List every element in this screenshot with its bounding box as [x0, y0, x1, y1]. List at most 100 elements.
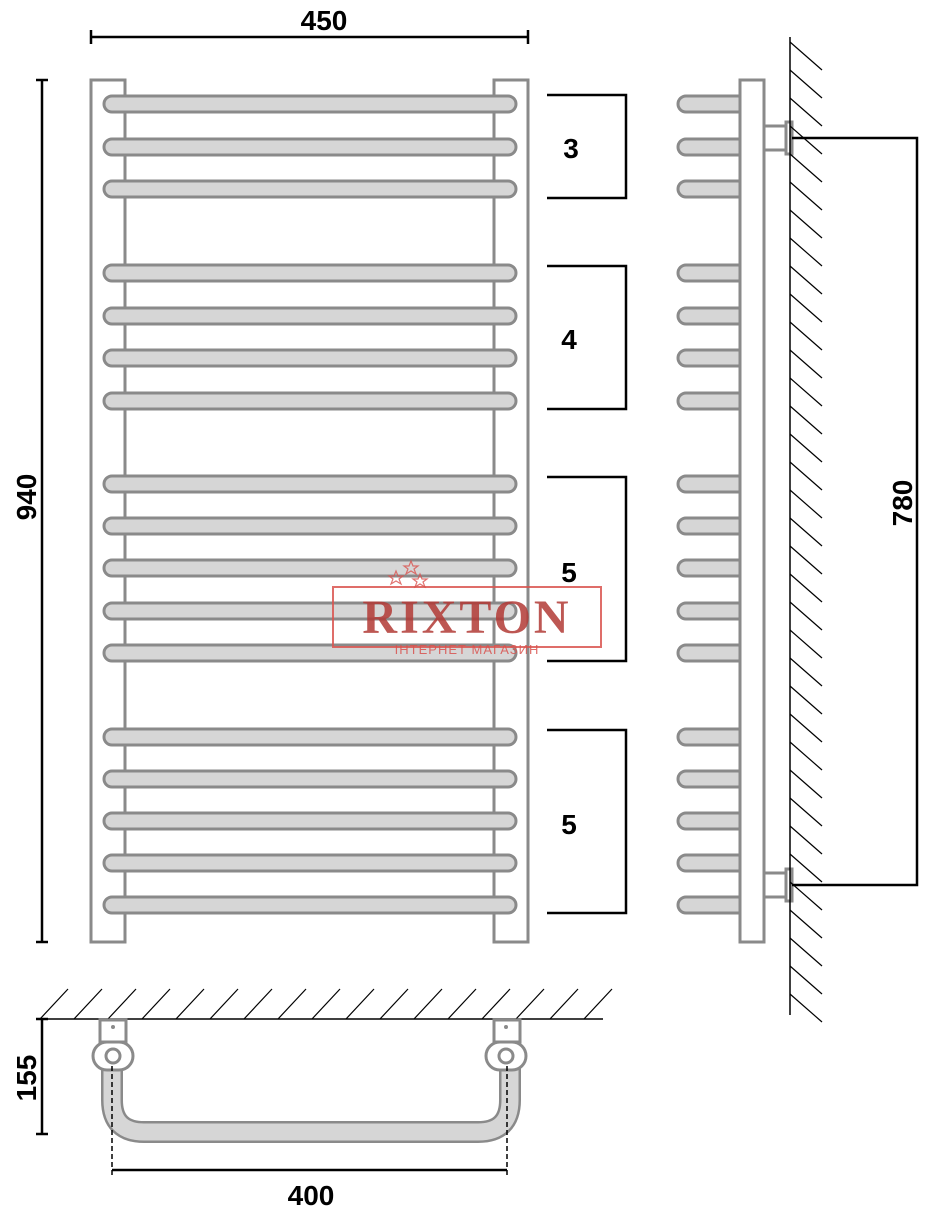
- mount-center-dimension: 780: [792, 136, 919, 887]
- front-bar: [102, 853, 518, 873]
- rixton-watermark: RIXTON ІНТЕРНЕТ МАГАЗИН: [332, 559, 602, 657]
- hatch-line: [789, 153, 823, 183]
- front-bar: [102, 94, 518, 114]
- side-bar: [676, 263, 748, 283]
- front-bar: [102, 306, 518, 326]
- right-post: [492, 78, 530, 944]
- side-bar: [676, 811, 748, 831]
- side-bar: [676, 306, 748, 326]
- watermark-tagline: ІНТЕРНЕТ МАГАЗИН: [395, 642, 540, 657]
- hatch-line: [789, 181, 823, 211]
- hatch-line: [413, 988, 443, 1020]
- group-count-4: 5: [561, 809, 577, 840]
- side-post: [738, 78, 766, 944]
- hatch-line: [789, 769, 823, 799]
- side-bar: [676, 516, 748, 536]
- hatch-line: [789, 517, 823, 547]
- hatch-line: [789, 909, 823, 939]
- mount-width-label: 400: [288, 1180, 335, 1211]
- side-view: [676, 37, 823, 1023]
- hatch-line: [789, 433, 823, 463]
- hatch-line: [789, 629, 823, 659]
- side-mount-top: [762, 124, 788, 152]
- watermark-star-icon: [402, 559, 420, 576]
- hatch-line: [789, 265, 823, 295]
- hatch-line: [789, 657, 823, 687]
- hatch-line: [243, 988, 273, 1020]
- hatch-line: [789, 853, 823, 883]
- hatch-line: [789, 97, 823, 127]
- hatch-line: [209, 988, 239, 1020]
- watermark-frame: [332, 586, 602, 648]
- hatch-line: [789, 489, 823, 519]
- hatch-line: [789, 125, 823, 155]
- side-bars: [676, 94, 748, 915]
- hatch-line: [789, 937, 823, 967]
- side-bar: [676, 391, 748, 411]
- side-mount-bottom: [762, 871, 788, 899]
- depth-label: 155: [11, 1055, 42, 1102]
- hatch-line: [789, 41, 823, 71]
- top-mount-right: [492, 1018, 522, 1044]
- front-bar: [102, 558, 518, 578]
- hatch-line: [277, 988, 307, 1020]
- hatch-line: [789, 965, 823, 995]
- side-bar: [676, 94, 748, 114]
- hatch-line: [73, 988, 103, 1020]
- front-bar: [102, 769, 518, 789]
- height-label: 940: [11, 474, 42, 521]
- top-view: [39, 988, 613, 1143]
- group-bracket-2: [547, 264, 628, 411]
- group-brackets: 3 4 5 5: [547, 93, 628, 915]
- mount-width-dimension: 400: [111, 1066, 508, 1211]
- hatch-line: [789, 209, 823, 239]
- front-bar: [102, 727, 518, 747]
- top-mount-left: [98, 1018, 128, 1044]
- front-bar: [102, 179, 518, 199]
- hatch-line: [789, 797, 823, 827]
- watermark-star-icon: [411, 572, 429, 589]
- front-bar: [102, 137, 518, 157]
- side-bar: [676, 348, 748, 368]
- group-bracket-3: [547, 475, 628, 663]
- front-view: [89, 78, 530, 944]
- hatch-line: [789, 461, 823, 491]
- front-bar: [102, 811, 518, 831]
- top-mount-left-hole: [104, 1047, 122, 1065]
- watermark-brand: RIXTON: [362, 591, 571, 644]
- front-bars: [102, 94, 518, 915]
- side-bar: [676, 601, 748, 621]
- side-bar: [676, 558, 748, 578]
- height-dimension: 940: [11, 78, 48, 944]
- hatch-line: [789, 377, 823, 407]
- width-label: 450: [301, 5, 348, 36]
- width-dimension: 450: [89, 5, 530, 44]
- mount-center-label: 780: [887, 480, 918, 527]
- side-wall-hatch: [789, 41, 823, 1023]
- hatch-line: [789, 405, 823, 435]
- side-bar: [676, 179, 748, 199]
- front-bar: [102, 895, 518, 915]
- hatch-line: [39, 988, 69, 1020]
- top-rail: [103, 1049, 519, 1141]
- side-mount-bottom-flange: [784, 867, 794, 903]
- hatch-line: [515, 988, 545, 1020]
- group-count-3: 5: [561, 557, 577, 588]
- hatch-line: [175, 988, 205, 1020]
- side-bar: [676, 853, 748, 873]
- front-bar: [102, 474, 518, 494]
- side-bar: [676, 474, 748, 494]
- hatch-line: [345, 988, 375, 1020]
- watermark-star-icon: [387, 569, 405, 586]
- hatch-line: [789, 713, 823, 743]
- front-bar: [102, 348, 518, 368]
- hatch-line: [447, 988, 477, 1020]
- hatch-line: [789, 825, 823, 855]
- hatch-line: [583, 988, 613, 1020]
- hatch-line: [549, 988, 579, 1020]
- hatch-line: [481, 988, 511, 1020]
- hatch-line: [789, 69, 823, 99]
- front-bar: [102, 263, 518, 283]
- hatch-line: [789, 237, 823, 267]
